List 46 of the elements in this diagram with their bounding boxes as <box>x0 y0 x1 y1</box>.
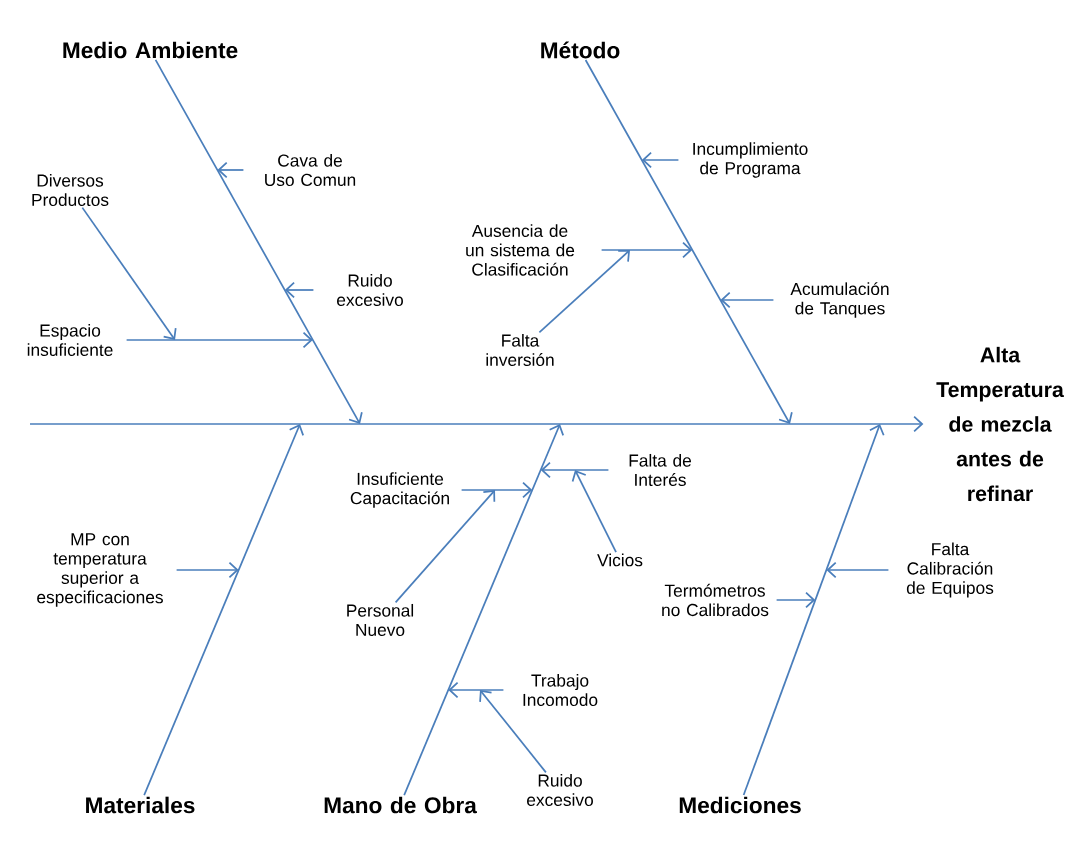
bone-arrow <box>584 59 793 424</box>
cause-label: Ruido excesivo <box>527 773 593 806</box>
bone-arrow <box>143 424 305 796</box>
cause-arrow <box>538 249 630 334</box>
cause-label: Falta de Interés <box>629 453 691 486</box>
category-label: Materiales <box>86 796 195 814</box>
cause-arrow <box>775 591 816 609</box>
cause-label: Espacio insuficiente <box>27 323 113 356</box>
cause-label: Diversos Productos <box>32 173 109 206</box>
cause-label: Incumplimiento de Programa <box>693 142 808 178</box>
cause-label: Vicios <box>597 553 643 567</box>
cause-arrow <box>540 461 610 479</box>
bone-arrow <box>403 424 565 796</box>
cause-label: Falta Calibración de Equipos <box>906 542 994 598</box>
cause-arrow <box>125 331 313 349</box>
cause-label: Trabajo Incomodo <box>523 673 598 706</box>
category-label: Medio Ambiente <box>63 41 238 59</box>
cause-arrow <box>600 241 693 259</box>
cause-arrow <box>460 481 533 499</box>
category-label: Mediciones <box>679 796 801 814</box>
cause-label: Falta inversión <box>486 333 554 366</box>
cause-arrow <box>641 151 680 169</box>
category-label: Método <box>541 41 620 59</box>
cause-arrow <box>826 561 890 579</box>
cause-arrow <box>479 690 547 774</box>
cause-arrow <box>284 281 315 299</box>
cause-arrow <box>448 681 505 699</box>
effect-label: Alta Temperatura de mezcla antes de refinar <box>936 346 1064 502</box>
cause-label: Acumulación de Tanques <box>790 282 889 318</box>
cause-label: Ruido excesivo <box>337 273 403 306</box>
bone-arrow <box>154 59 363 424</box>
cause-arrow <box>175 561 239 579</box>
cause-label: Insuficiente Capacitación <box>350 472 449 508</box>
cause-label: Ausencia de un sistema de Clasificación <box>466 224 575 276</box>
cause-arrow <box>217 161 245 179</box>
cause-label: MP con temperatura superior a especificaciones <box>37 533 163 607</box>
cause-arrow <box>720 291 775 309</box>
cause-label: Personal Nuevo <box>347 603 414 636</box>
cause-arrow <box>81 206 177 340</box>
bone-arrow <box>742 424 885 796</box>
spine-arrow <box>29 415 924 433</box>
cause-label: Cava de Uso Comun <box>265 153 356 186</box>
cause-arrow <box>571 470 617 553</box>
category-label: Mano de Obra <box>324 796 477 814</box>
cause-arrow <box>394 490 496 604</box>
cause-label: Termómetros no Calibrados <box>662 583 769 617</box>
